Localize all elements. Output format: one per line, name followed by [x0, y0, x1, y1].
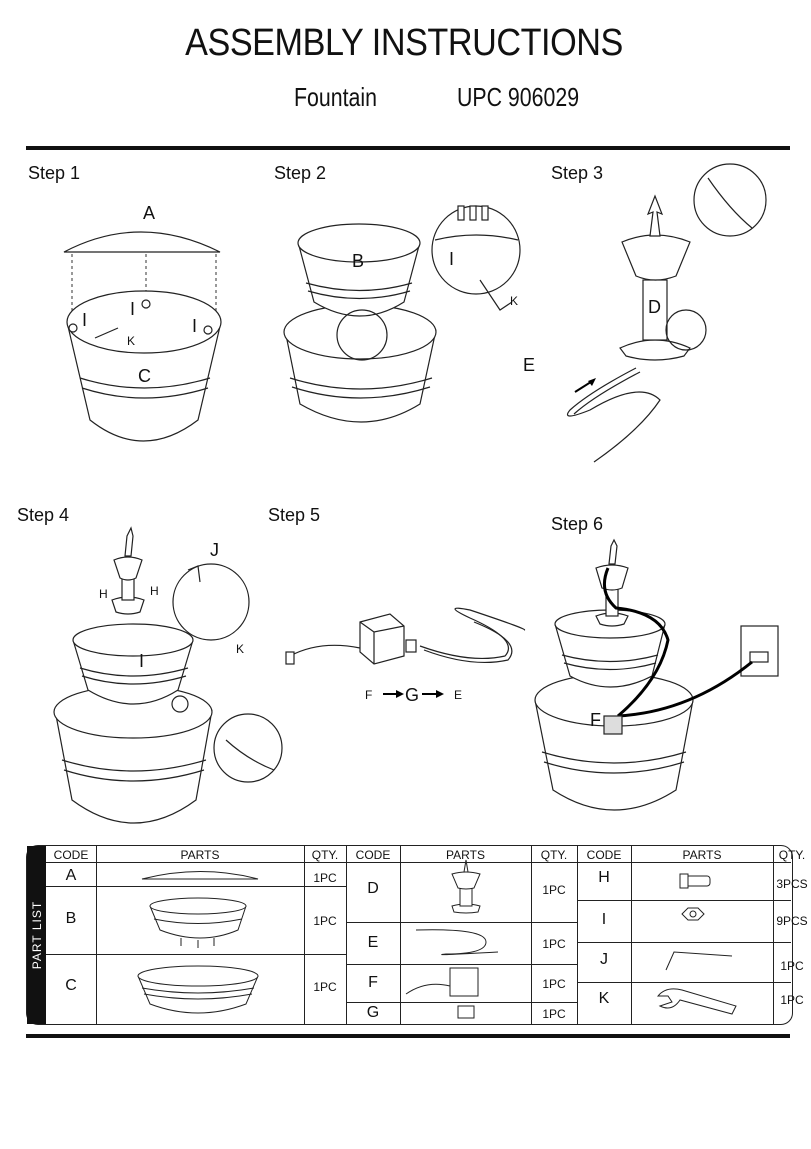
code-h: H	[598, 869, 610, 886]
connector-icon	[457, 1005, 475, 1019]
step-2-title: Step 2	[274, 163, 327, 183]
code-d: D	[367, 880, 379, 897]
code-c: C	[65, 977, 77, 994]
step-4-illustration	[53, 526, 283, 824]
hex-key-icon	[665, 951, 733, 971]
qty-g: 1PC	[542, 1007, 566, 1021]
step-3-title: Step 3	[551, 163, 604, 183]
label-wrench-k: K	[127, 334, 136, 348]
label-screw-h: H	[150, 584, 159, 598]
parts-list-table: PART LIST CODE PARTS QTY. CODE PARTS QTY…	[26, 845, 808, 1025]
qty-k: 1PC	[780, 993, 804, 1007]
product-name: Fountain	[294, 82, 377, 112]
qty-b: 1PC	[313, 914, 337, 928]
header-code: CODE	[53, 848, 89, 862]
label-part-g: G	[405, 685, 420, 705]
bottom-rule	[26, 1034, 790, 1038]
code-j: J	[600, 951, 608, 968]
qty-e: 1PC	[542, 937, 566, 951]
label-nut-i: I	[82, 310, 88, 330]
wrench-icon	[656, 988, 737, 1015]
step-6-illustration	[534, 538, 779, 811]
step-2-illustration	[283, 205, 521, 423]
header-qty: QTY.	[311, 848, 339, 862]
step-1-illustration	[63, 231, 222, 442]
document-title: ASSEMBLY INSTRUCTIONS	[185, 22, 623, 64]
parts-drawings	[137, 859, 737, 1019]
label-nut-i: I	[139, 651, 145, 671]
header-parts: PARTS	[446, 848, 485, 862]
step-5-illustration	[285, 607, 526, 698]
code-a: A	[65, 867, 77, 884]
header-parts: PARTS	[180, 848, 220, 862]
top-rule	[26, 146, 790, 150]
code-b: B	[65, 910, 77, 927]
tube-icon	[415, 929, 499, 956]
qty-d: 1PC	[542, 883, 566, 897]
step-5-title: Step 5	[268, 505, 321, 525]
code-k: K	[598, 990, 610, 1007]
header-qty: QTY.	[778, 848, 806, 862]
nut-icon	[681, 907, 705, 921]
label-part-e: E	[523, 355, 536, 375]
screw-icon	[679, 873, 711, 889]
code-e: E	[367, 934, 379, 951]
label-nut-i: I	[130, 299, 136, 319]
qty-i: 9PCS	[776, 914, 808, 928]
label-wrench-k: K	[236, 642, 245, 656]
label-wrench-k: K	[510, 294, 519, 308]
qty-j: 1PC	[780, 959, 804, 973]
qty-c: 1PC	[313, 980, 337, 994]
qty-h: 3PCS	[776, 877, 808, 891]
label-part-e: E	[454, 688, 463, 702]
step-4-title: Step 4	[17, 505, 70, 525]
qty-f: 1PC	[542, 977, 566, 991]
fountain-spout-icon	[451, 859, 481, 914]
header-qty: QTY.	[540, 848, 568, 862]
label-hexkey-j: J	[210, 540, 219, 560]
header-code: CODE	[586, 848, 622, 862]
step-6-title: Step 6	[551, 514, 604, 534]
header-code: CODE	[355, 848, 391, 862]
upc-code: UPC 906029	[457, 82, 580, 112]
header-parts: PARTS	[682, 848, 722, 862]
parts-list-side-tab: PART LIST	[27, 846, 46, 1024]
parts-grid: CODE PARTS QTY. CODE PARTS QTY. CODE PAR…	[46, 846, 808, 1024]
assembly-illustrations	[53, 163, 779, 824]
large-basin-icon	[137, 965, 259, 1014]
code-i: I	[601, 911, 607, 928]
small-basin-icon	[149, 897, 247, 948]
step-1-title: Step 1	[28, 163, 81, 183]
qty-a: 1PC	[313, 871, 337, 885]
label-part-d: D	[648, 297, 661, 317]
code-f: F	[368, 974, 378, 991]
label-nut-i: I	[192, 316, 198, 336]
label-screw-h: H	[99, 587, 108, 601]
parts-list-side-label: PART LIST	[30, 900, 44, 970]
tray-lid-icon	[141, 871, 259, 880]
label-part-b: B	[352, 251, 365, 271]
step-3-illustration	[566, 163, 767, 463]
pump-icon	[405, 967, 479, 997]
label-nut-i: I	[449, 249, 455, 269]
label-part-a: A	[143, 203, 156, 223]
label-part-f: F	[365, 688, 373, 702]
code-g: G	[366, 1004, 380, 1021]
label-part-c: C	[138, 366, 151, 386]
label-part-f: F	[590, 710, 601, 730]
